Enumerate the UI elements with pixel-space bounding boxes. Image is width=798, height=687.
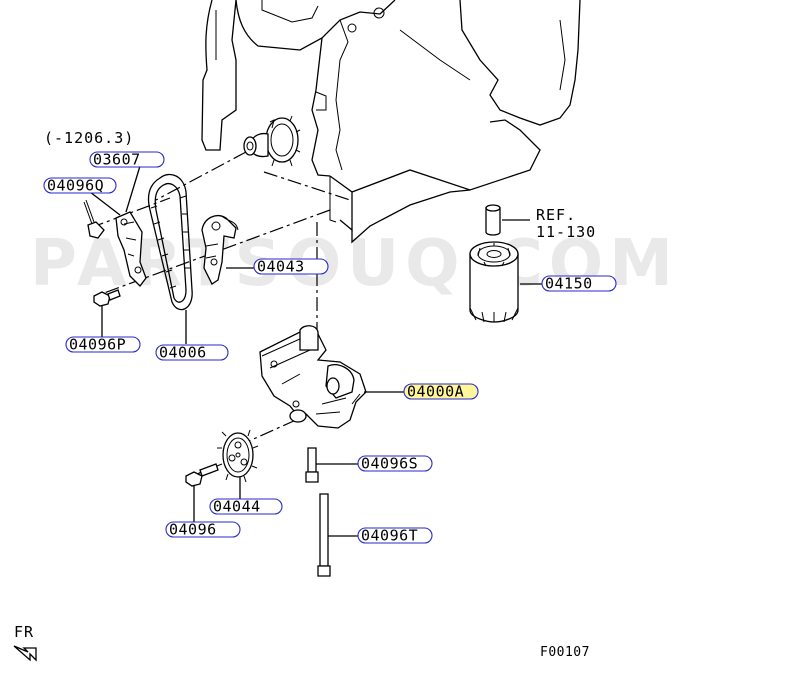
- callout-frame: [89, 151, 165, 168]
- callout-label: 04096S: [361, 455, 418, 473]
- callout-label: 04096T: [361, 527, 418, 545]
- callout-frame: [403, 383, 479, 400]
- callout-label: 04006: [159, 344, 207, 362]
- callout-04096t[interactable]: 04096T: [357, 527, 433, 545]
- callout-frame: [43, 177, 117, 194]
- oil-pump: [259, 325, 367, 429]
- callout-frame: [155, 344, 229, 361]
- callout-label: 04096P: [69, 336, 126, 354]
- bolt-04096t: [317, 493, 331, 577]
- callout-04096q[interactable]: 04096Q: [43, 177, 117, 195]
- bolt-04096q: [83, 199, 105, 239]
- bolt-04096p: [93, 289, 121, 307]
- callout-frame: [165, 521, 241, 538]
- callout-frame: [253, 258, 329, 275]
- callout-04150[interactable]: 04150: [541, 275, 617, 293]
- callout-label: 04096: [169, 521, 217, 539]
- callout-frame: [357, 455, 433, 472]
- callout-labels: 03607 04096Q 04043 04096P 04006 04150 04000A 04…: [43, 151, 617, 545]
- callout-label: 04043: [257, 258, 305, 276]
- callout-label: 04150: [545, 275, 593, 293]
- callout-label: 04044: [213, 498, 261, 516]
- chain-tensioner: [201, 215, 239, 285]
- callout-04096[interactable]: 04096: [165, 521, 241, 539]
- callout-04044[interactable]: 04044: [209, 498, 283, 516]
- callout-frame: [209, 498, 283, 515]
- callout-03607[interactable]: 03607: [89, 151, 165, 169]
- callout-frame: [357, 527, 433, 544]
- timing-chain: [147, 173, 193, 311]
- bolt-04096s: [305, 447, 319, 483]
- chain-guide: [115, 211, 147, 287]
- callout-04006[interactable]: 04006: [155, 344, 229, 362]
- callout-04096s[interactable]: 04096S: [357, 455, 433, 473]
- arrow-icon: [13, 645, 37, 662]
- filter-nipple: [485, 204, 530, 236]
- engine-block: [201, 0, 581, 244]
- oil-filter: [469, 241, 519, 323]
- callout-04000a[interactable]: 04000A: [403, 383, 479, 401]
- crank-sprocket: [243, 115, 301, 167]
- callout-label: 04000A: [407, 383, 464, 401]
- callout-label: 04096Q: [47, 177, 104, 195]
- callout-frame: [541, 275, 617, 292]
- figure-code: F00107: [540, 645, 590, 660]
- date-range-note: (-1206.3): [44, 129, 134, 147]
- ref-note-line1: REF.: [536, 206, 576, 224]
- callout-04096p[interactable]: 04096P: [65, 336, 141, 354]
- ref-note-line2: 11-130: [536, 223, 596, 241]
- oil-pump-sprocket: [216, 429, 259, 483]
- bolt-04096: [185, 463, 219, 487]
- callout-04043[interactable]: 04043: [253, 258, 329, 276]
- callout-frame: [65, 336, 141, 353]
- callout-label: 03607: [93, 151, 141, 169]
- front-label: FR: [14, 623, 34, 641]
- front-direction-indicator: FR: [13, 623, 37, 662]
